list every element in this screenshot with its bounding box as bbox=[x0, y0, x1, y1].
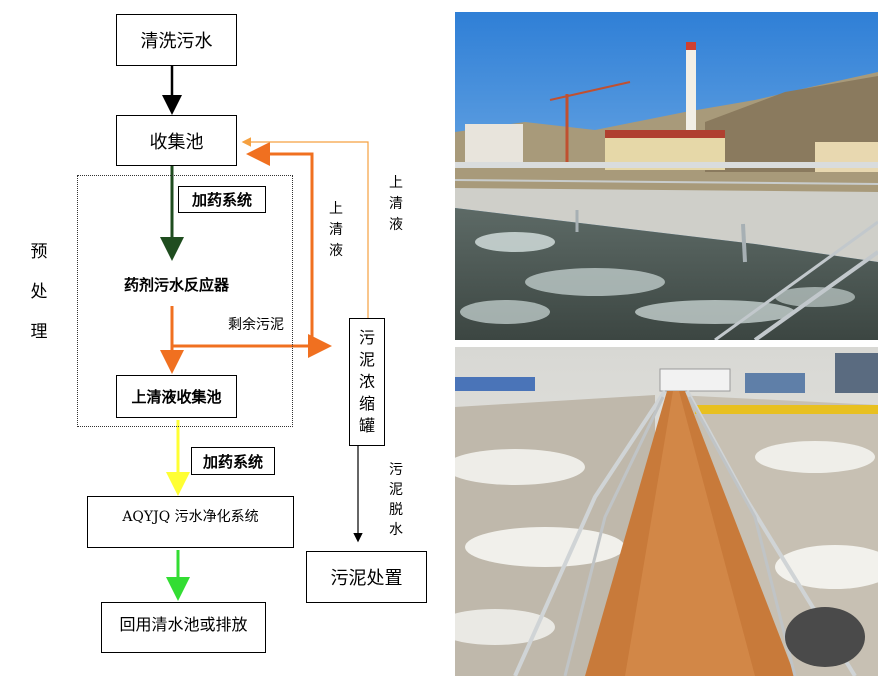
photo-aeration-tank bbox=[455, 12, 878, 340]
node-chemical-reactor: 药剂污水反应器 bbox=[116, 262, 237, 306]
arrow-thickener-supernatant bbox=[241, 137, 369, 318]
node-wash-water: 清洗污水 bbox=[116, 14, 237, 66]
label-supernatant-orange: 上清液 bbox=[329, 201, 343, 259]
node-dosing-system-1: 加药系统 bbox=[178, 186, 266, 213]
node-collection-tank: 收集池 bbox=[116, 115, 237, 166]
label-sludge-dewatering: 污泥脱水 bbox=[389, 462, 403, 538]
pretreatment-label: 预处理 bbox=[30, 242, 48, 342]
node-purification-system: AQYJQ 污水净化系统 bbox=[87, 496, 294, 548]
node-dosing-system-2: 加药系统 bbox=[191, 447, 275, 475]
node-sludge-thickener: 污泥浓缩罐 bbox=[349, 318, 385, 446]
arrow-supernatant-return bbox=[246, 142, 314, 346]
node-supernatant-tank: 上清液收集池 bbox=[116, 375, 237, 418]
label-remaining-sludge: 剩余污泥 bbox=[228, 317, 284, 333]
node-reuse-or-discharge: 回用清水池或排放 bbox=[101, 602, 266, 653]
photo-walkway-bridge bbox=[455, 347, 878, 676]
label-supernatant-light: 上清液 bbox=[389, 175, 403, 233]
node-sludge-disposal: 污泥处置 bbox=[306, 551, 427, 603]
pretreatment-group-frame bbox=[77, 175, 293, 427]
